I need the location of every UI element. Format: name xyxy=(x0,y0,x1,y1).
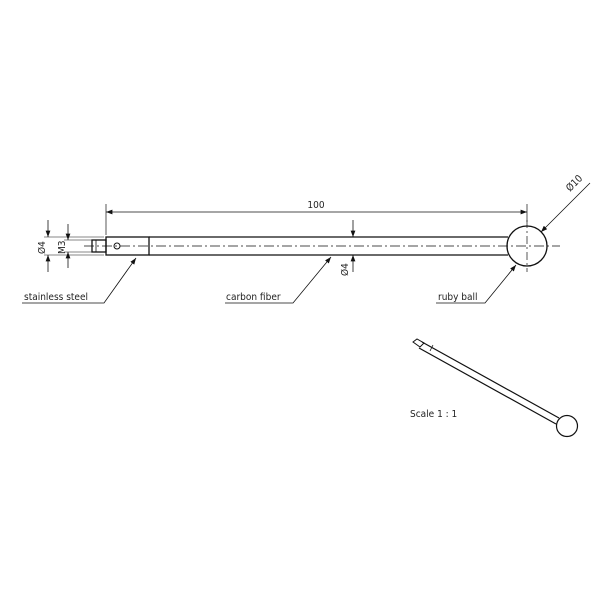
iso-ruby-ball xyxy=(555,414,579,438)
ball-diameter-dimension: Ø10 xyxy=(540,172,591,233)
carbon-fiber-section xyxy=(149,236,508,256)
stylus-front-view xyxy=(84,220,560,272)
length-value: 100 xyxy=(307,200,324,211)
stem-diameter-dimension: Ø4 xyxy=(339,220,356,276)
label-carbon-fiber: carbon fiber xyxy=(226,292,281,303)
stylus-isometric-view xyxy=(412,338,579,438)
thread-dimensions: Ø4 M3 xyxy=(36,220,104,272)
length-dimension: 100 xyxy=(105,200,528,235)
stem-diameter-value: Ø4 xyxy=(339,263,351,276)
callouts: stainless steel carbon fiber ruby ball xyxy=(22,256,517,304)
scale-label: Scale 1 : 1 xyxy=(410,409,457,420)
thread-size: M3 xyxy=(57,241,68,255)
label-stainless-steel: stainless steel xyxy=(24,292,88,303)
label-ruby-ball: ruby ball xyxy=(438,292,478,303)
thread-outer-diameter: Ø4 xyxy=(36,241,48,254)
